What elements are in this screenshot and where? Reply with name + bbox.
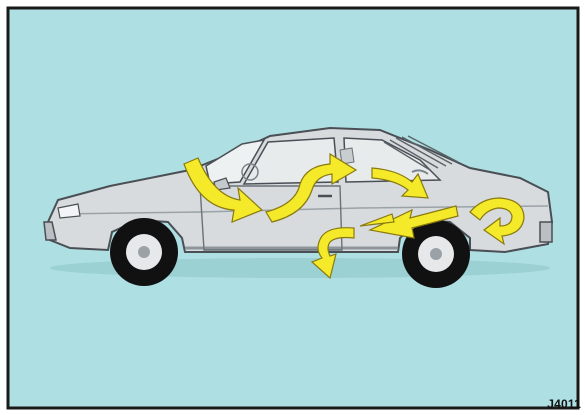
rear-bumper: [540, 222, 552, 242]
figure-code-label: J4011: [547, 397, 581, 411]
front-wheel: [110, 218, 178, 286]
front-hub-center: [138, 246, 150, 258]
rear-hub-center: [430, 248, 442, 260]
